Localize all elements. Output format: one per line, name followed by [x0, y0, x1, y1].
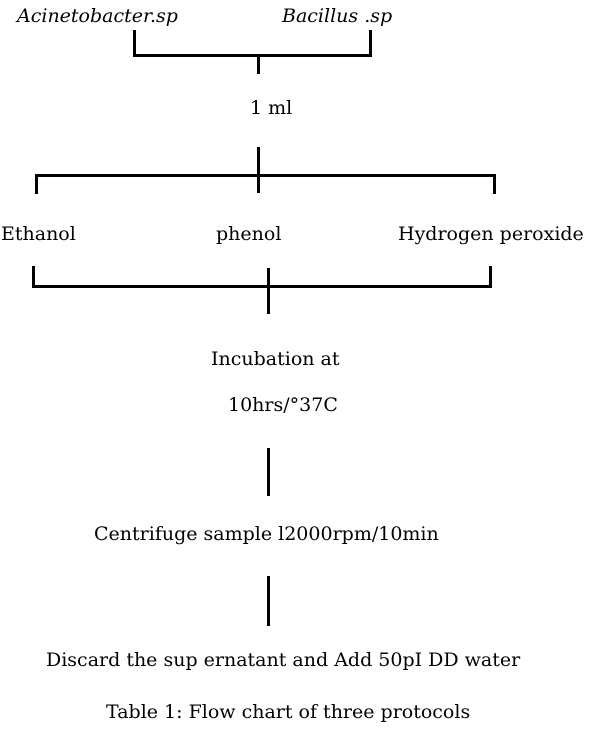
connector-line: [267, 268, 270, 314]
treatment-ethanol: Ethanol: [1, 223, 76, 245]
incubation-line1: Incubation at: [211, 348, 340, 370]
discard-step: Discard the sup ernatant and Add 50pI DD…: [46, 649, 521, 671]
connector-line: [369, 30, 372, 57]
connector-line: [133, 30, 136, 57]
connector-line: [32, 266, 35, 288]
connector-line: [493, 174, 496, 194]
volume-label: 1 ml: [250, 97, 293, 119]
connector-line: [267, 576, 270, 626]
connector-line: [133, 54, 372, 57]
centrifuge-step: Centrifuge sample l2000rpm/10min: [94, 523, 439, 545]
organism-bacillus: Bacillus .sp: [282, 5, 393, 27]
treatment-hydrogen-peroxide: Hydrogen peroxide: [398, 223, 584, 245]
organism-acinetobacter: Acinetobacter.sp: [17, 5, 178, 27]
connector-line: [489, 266, 492, 288]
connector-line: [35, 174, 496, 177]
connector-line: [267, 448, 270, 496]
figure-caption: Table 1: Flow chart of three protocols: [106, 701, 471, 723]
connector-line: [35, 174, 38, 194]
connector-line: [257, 54, 260, 74]
treatment-phenol: phenol: [216, 223, 282, 245]
connector-line: [32, 285, 492, 288]
incubation-line2: 10hrs/°37C: [228, 394, 338, 416]
connector-line: [257, 147, 260, 193]
